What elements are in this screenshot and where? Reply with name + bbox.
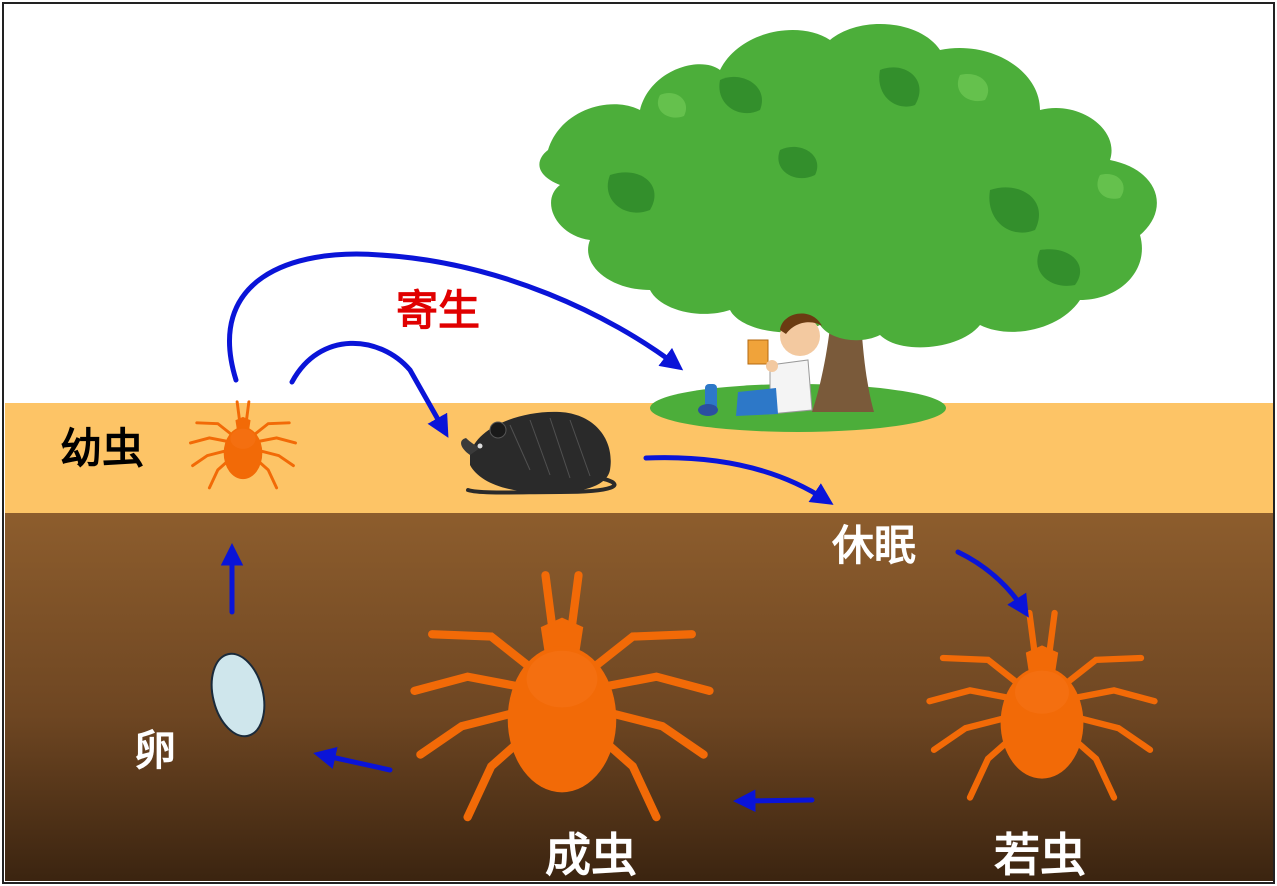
label-dormancy: 休眠	[832, 521, 917, 570]
arrow-larva-to-rat	[289, 340, 449, 438]
arrow-rat-to-dormancy	[643, 455, 834, 505]
egg-icon	[210, 652, 266, 738]
arrow-nymph-to-adult	[733, 789, 815, 813]
label-larva: 幼虫	[60, 424, 145, 473]
arrow-larva-to-human	[227, 251, 684, 383]
label-nymph: 若虫	[994, 828, 1086, 882]
label-egg: 卵	[134, 726, 177, 775]
label-adult: 成虫	[545, 828, 637, 882]
arrow-dormancy-to-nymph	[955, 549, 1029, 618]
arrow-adult-to-egg	[313, 746, 393, 773]
ground-surface	[5, 403, 1273, 513]
label-parasitism: 寄生	[396, 286, 481, 335]
rat-icon	[461, 411, 617, 495]
boy-reading-icon	[698, 313, 822, 416]
tree-icon	[539, 23, 1157, 412]
